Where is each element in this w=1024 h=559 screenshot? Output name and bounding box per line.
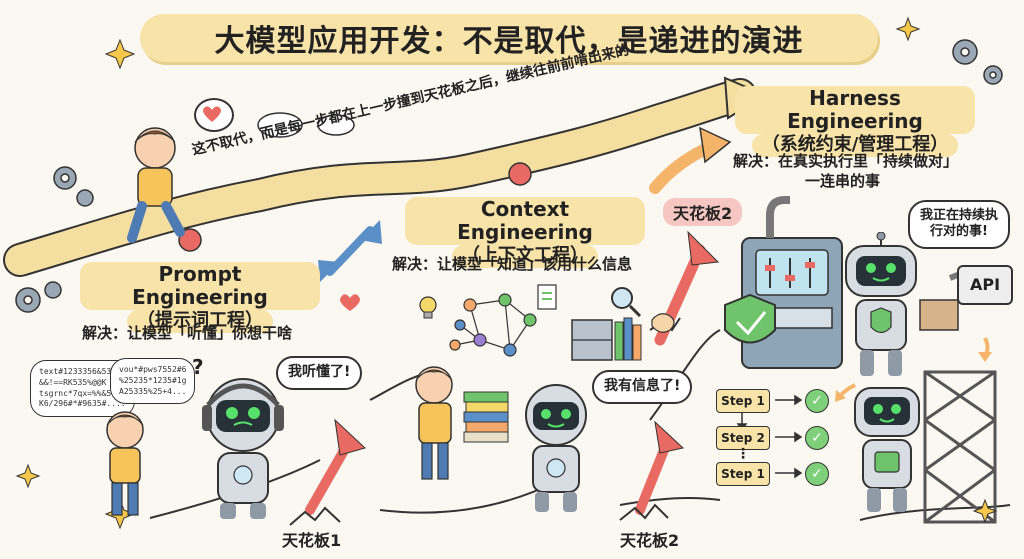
ceiling-label-1: 天花板1 <box>282 531 342 550</box>
robot-working-steps <box>854 387 920 512</box>
step-item: Step 1 <box>716 462 770 486</box>
gibberish-bubble-right: vou*#pws7552#6 %25235*1235#1g A25335%25+… <box>110 358 196 405</box>
stage-prompt-name-en: Prompt Engineering <box>80 262 320 310</box>
speech-bubble-harness: 我正在持续执 行对的事! <box>908 200 1011 249</box>
milestone-dot <box>508 162 532 186</box>
stage-context-name-en: Context Engineering <box>405 197 645 245</box>
milestone-dot <box>178 228 202 252</box>
checkmark-icon: ✓ <box>805 462 829 486</box>
document-icon <box>537 284 557 310</box>
gear-icon <box>15 39 1003 313</box>
stage-prompt-title: Prompt Engineering （提示词工程） <box>80 262 320 333</box>
ceiling-label-2: 天花板2 <box>620 531 680 550</box>
robot-informed <box>525 384 587 512</box>
stage-harness-solve-line2: 一连串的事 <box>805 172 881 190</box>
stage-harness-name-cn: （系统约束/管理工程） <box>751 134 959 157</box>
network-icon <box>449 293 537 357</box>
speech-bubble-harness-line2: 行对的事! <box>930 224 988 240</box>
stage-context-name-cn: （上下文工程） <box>452 245 598 268</box>
shield-icon <box>724 293 776 344</box>
stage-prompt-solve: 解决：让模型「听懂」你想干啥 <box>82 324 293 342</box>
heart-icon <box>203 106 221 122</box>
boy-character <box>106 411 144 516</box>
lightbulb-icon <box>419 296 437 319</box>
step-item: Step 2 <box>716 426 770 450</box>
checkmark-icon: ✓ <box>805 389 829 413</box>
stage-context-solve: 解决：让模型「知道」该用什么信息 <box>392 255 633 273</box>
heart-icon <box>340 294 360 311</box>
stage-harness-solve-line1: 解决：在真实执行里「持续做对」 <box>733 152 959 170</box>
magnifier-icon <box>611 287 642 318</box>
api-box: API <box>957 265 1013 305</box>
scaffold-tower <box>923 370 997 524</box>
cloud-icon <box>257 112 355 138</box>
book-stack <box>463 391 509 443</box>
question-mark-icon: ? <box>192 355 204 379</box>
boy-walking <box>127 127 185 243</box>
ceiling-label-2-top: 天花板2 <box>663 198 743 226</box>
stage-prompt-name-cn: （提示词工程） <box>127 310 273 333</box>
control-machine <box>741 196 843 369</box>
robot-confused <box>202 378 284 519</box>
speech-bubble-prompt: 我听懂了! <box>276 356 363 390</box>
stage-context-title: Context Engineering （上下文工程） <box>405 197 645 268</box>
stage-harness-title: Harness Engineering （系统约束/管理工程） <box>735 86 975 157</box>
boy-character <box>415 366 453 480</box>
speech-bubble-context: 我有信息了! <box>592 370 693 404</box>
robot-working <box>845 232 917 376</box>
speech-bubble-harness-line1: 我正在持续执 <box>920 208 999 223</box>
file-cabinet <box>571 317 642 361</box>
step-item: Step 1 <box>716 389 770 413</box>
page-title: 大模型应用开发：不是取代，是递进的演进 <box>140 14 878 62</box>
checkmark-icon: ✓ <box>805 426 829 450</box>
stage-harness-name-en: Harness Engineering <box>735 86 975 134</box>
step-ellipsis: ⋮ <box>736 446 750 462</box>
